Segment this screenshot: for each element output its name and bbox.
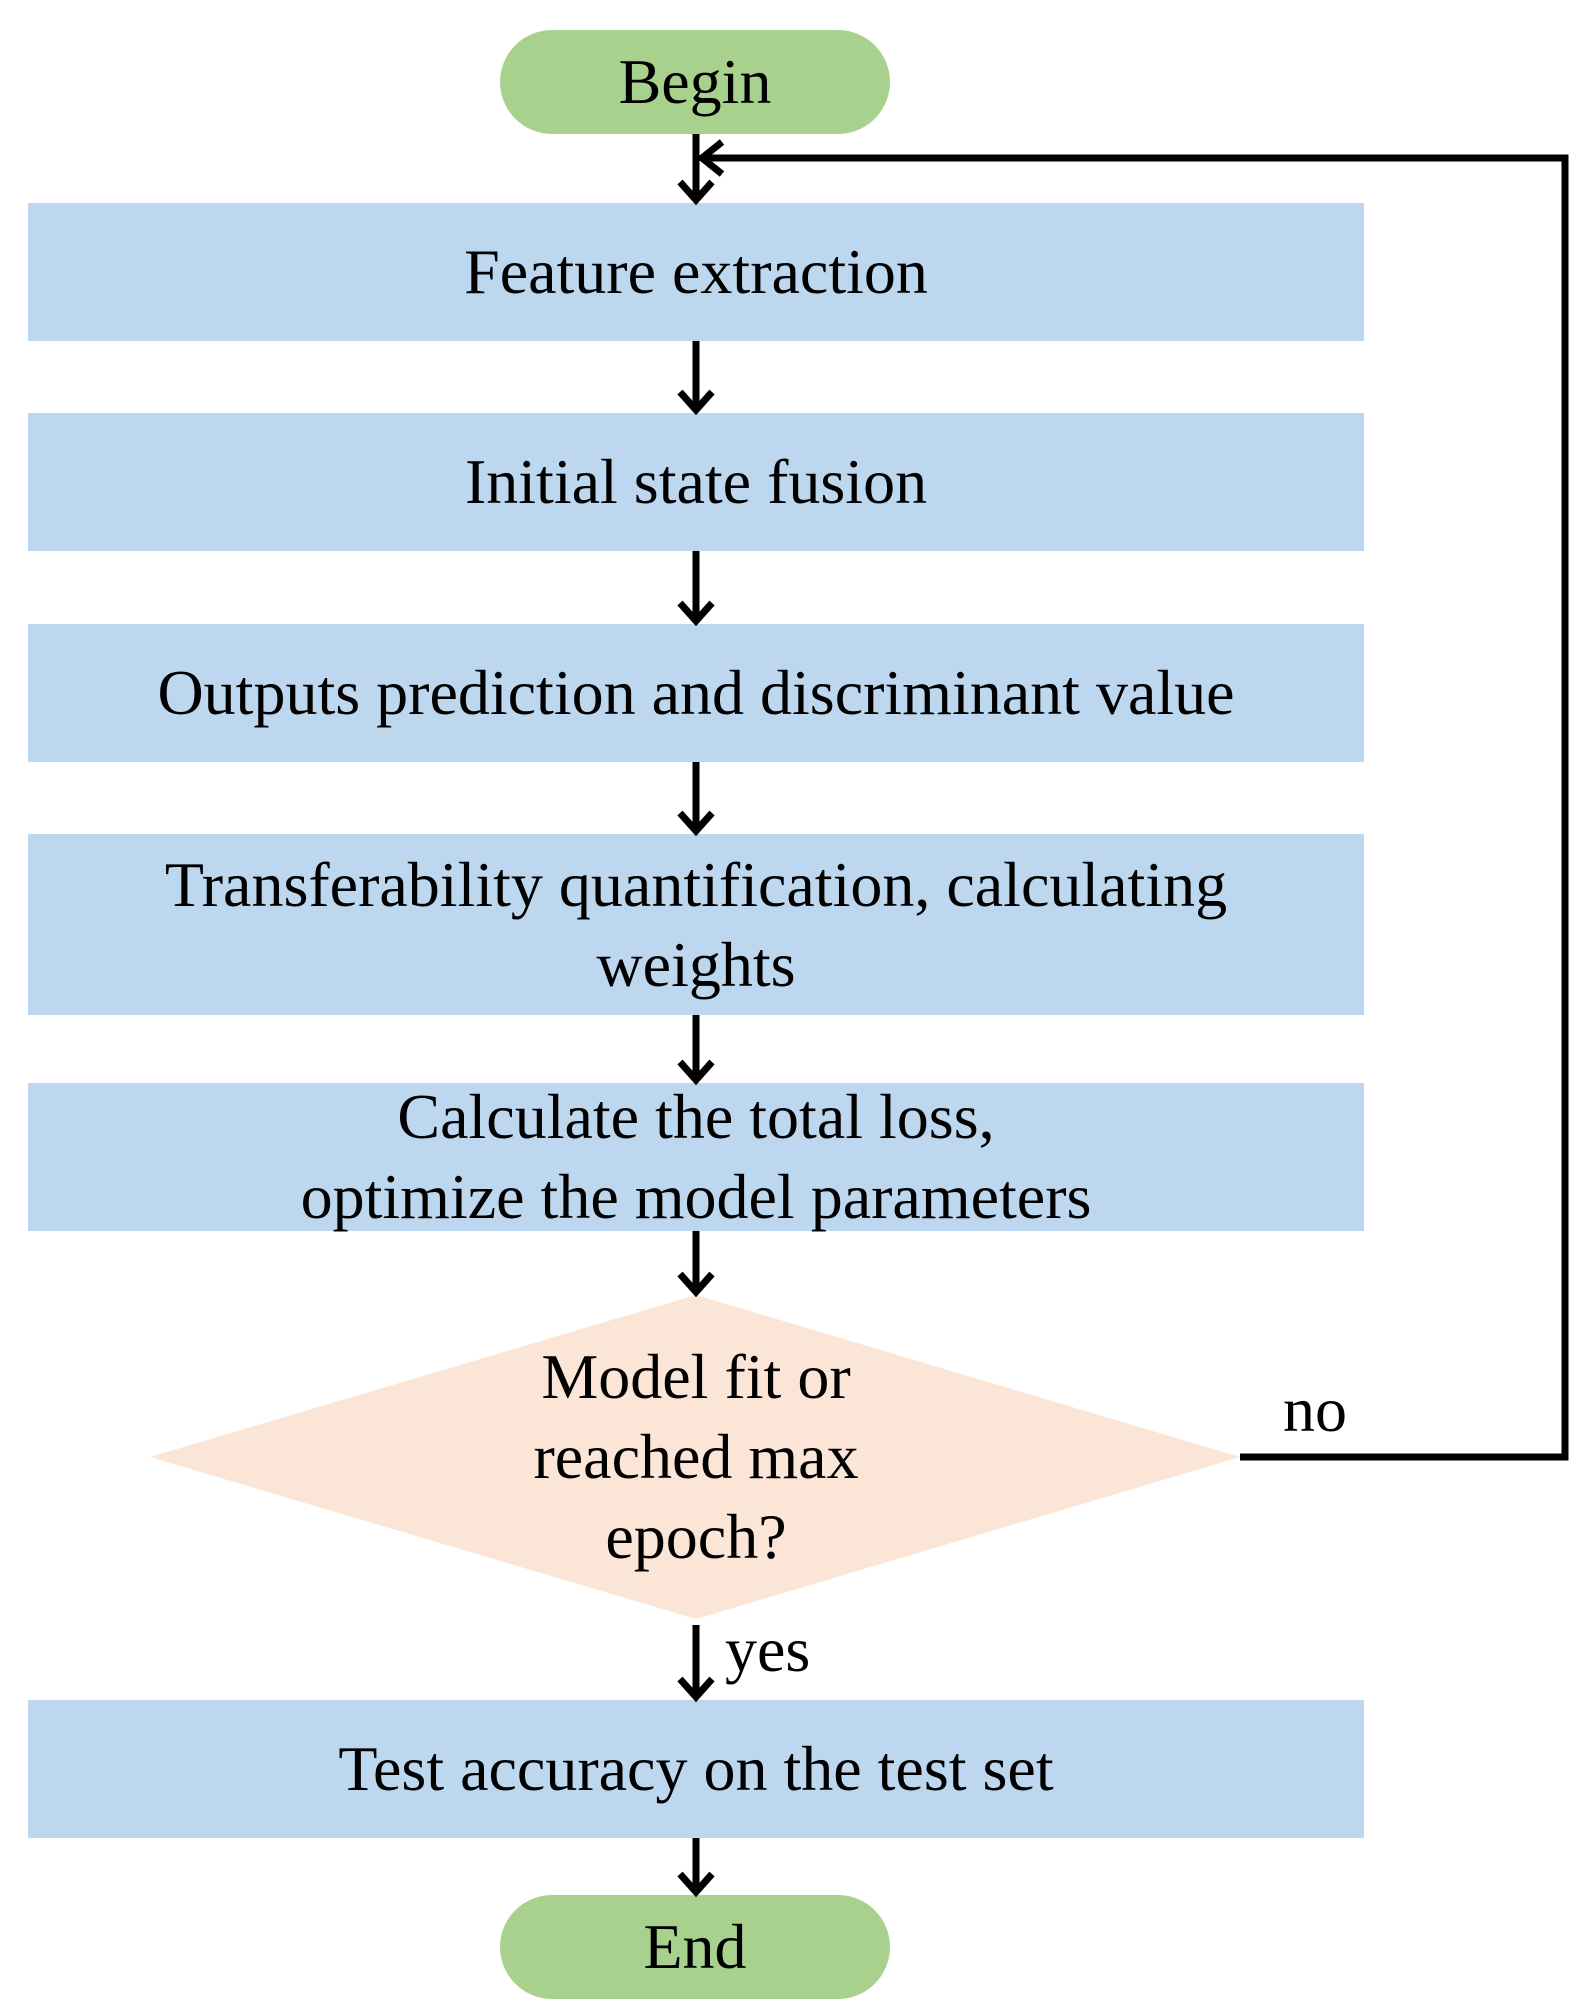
arrowhead-feature-to-fusion [677,389,715,416]
outputs-prediction-label: Outputs prediction and discriminant valu… [157,657,1235,728]
feature-extraction-label: Feature extraction [464,236,928,307]
begin-terminal [500,30,890,134]
arrowhead-transferability-to-loss [677,1059,715,1086]
begin-label: Begin [618,46,772,117]
arrowhead-decision-to-test [677,1676,715,1703]
initial-state-fusion-label: Initial state fusion [464,446,928,517]
arrowhead-test-to-end [677,1871,715,1898]
test-accuracy-label: Test accuracy on the test set [338,1733,1054,1804]
transferability-box [28,834,1364,1015]
total-loss-label: Calculate the total loss, optimize the m… [300,1081,1092,1232]
transferability-label: Transferability quantification, calculat… [164,848,1228,1000]
arrowhead-outputs-to-transferability [677,810,715,837]
end-label: End [643,1911,747,1982]
no-loop-connector [704,154,1569,1461]
outputs-prediction-box [28,624,1364,762]
decision-diamond [150,1295,1240,1619]
initial-state-fusion-box [28,413,1364,551]
yes-edge-label: yes [725,1614,811,1685]
test-accuracy-box [28,1700,1364,1838]
total-loss-box [28,1083,1364,1231]
arrowhead-loss-to-decision [677,1271,715,1298]
arrowhead-no-loop [696,139,725,177]
arrowhead-fusion-to-outputs [677,600,715,627]
no-edge-label: no [1283,1374,1347,1445]
end-terminal [500,1895,890,1999]
arrowhead-begin-to-feature [677,179,715,206]
feature-extraction-box [28,203,1364,341]
decision-label: Model fit or reached max epoch? [533,1341,859,1572]
